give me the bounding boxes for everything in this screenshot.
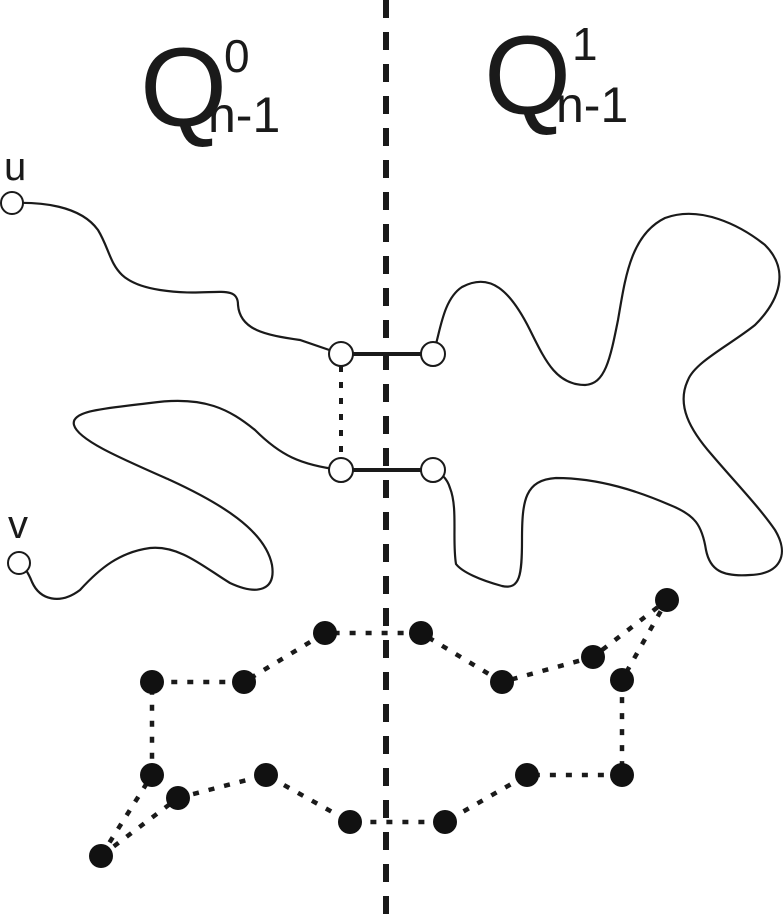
cycle-vertex bbox=[515, 763, 539, 787]
right-subcube-label: Q 1 n-1 bbox=[484, 13, 628, 138]
cycle-vertex bbox=[140, 763, 164, 787]
right-subcube-label-base: Q bbox=[484, 13, 571, 138]
path-vertices bbox=[0, 191, 446, 575]
vertex-v-label: v bbox=[8, 503, 28, 547]
vertex-v bbox=[7, 551, 31, 575]
path-u-segment bbox=[11, 201, 342, 356]
right-subcube-label-subscript: n-1 bbox=[556, 77, 628, 133]
left-subcube-label-subscript: n-1 bbox=[208, 87, 280, 143]
cycle-vertices bbox=[89, 588, 679, 868]
cycle-vertex bbox=[490, 670, 514, 694]
cycle-vertex bbox=[409, 621, 433, 645]
cycle-vertex bbox=[89, 844, 113, 868]
path-right-blob bbox=[431, 212, 783, 588]
crossing-vertex-lower-left bbox=[328, 457, 354, 483]
path-left-lobe bbox=[18, 399, 342, 600]
left-subcube-label-base: Q bbox=[140, 25, 227, 150]
cycle-vertex bbox=[140, 670, 164, 694]
cycle-vertex bbox=[166, 786, 190, 810]
vertex-u-label: u bbox=[4, 145, 26, 189]
cycle-vertex bbox=[338, 810, 362, 834]
dotted-cycle-outer bbox=[99, 598, 669, 858]
cycle-vertex bbox=[254, 763, 278, 787]
left-subcube-label-superscript: 0 bbox=[224, 30, 250, 82]
cycle-vertex bbox=[581, 645, 605, 669]
cycle-vertex bbox=[655, 588, 679, 612]
right-subcube-label-superscript: 1 bbox=[572, 18, 598, 70]
crossing-vertex-lower-right bbox=[420, 457, 446, 483]
cycle-vertex bbox=[610, 763, 634, 787]
cycle-vertex bbox=[610, 668, 634, 692]
dotted-cycle bbox=[99, 598, 669, 858]
vertex-u bbox=[0, 191, 24, 215]
cycle-vertex bbox=[313, 621, 337, 645]
crossing-vertex-upper-left bbox=[328, 341, 354, 367]
cycle-vertex bbox=[232, 670, 256, 694]
crossing-vertex-upper-right bbox=[420, 341, 446, 367]
cycle-vertex bbox=[433, 810, 457, 834]
left-subcube-label: Q 0 n-1 bbox=[140, 25, 280, 150]
